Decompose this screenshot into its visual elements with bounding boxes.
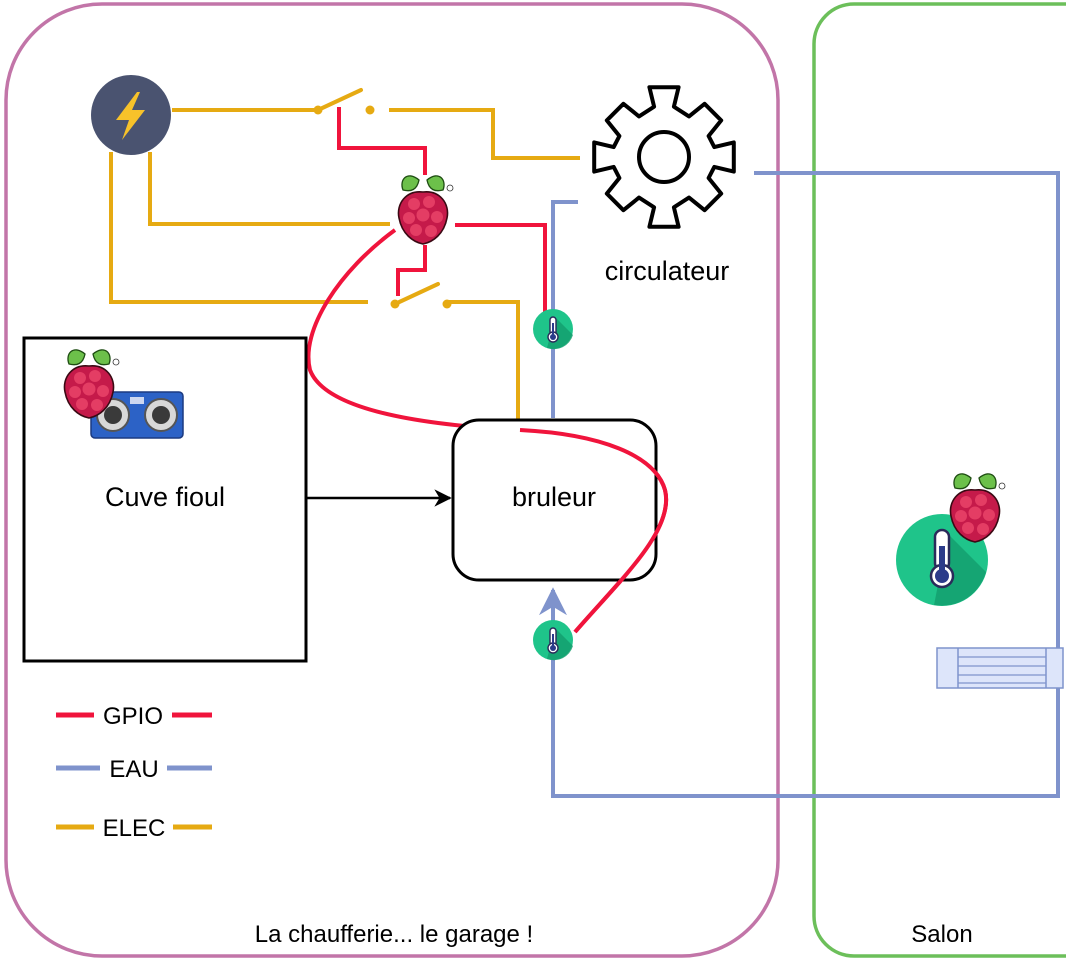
burner-label: bruleur xyxy=(512,482,596,512)
gpio-wire-crossing xyxy=(519,428,669,634)
legend-item-elec: ELEC xyxy=(56,815,212,842)
raspberry-pi-icon xyxy=(397,175,454,245)
tank-label: Cuve fioul xyxy=(105,482,225,512)
legend-item-eau: EAU xyxy=(56,756,212,783)
legend-item-gpio: GPIO xyxy=(56,703,212,730)
legend-label: ELEC xyxy=(103,815,166,842)
thermometer-icon xyxy=(532,619,574,661)
electric-circuit xyxy=(109,108,580,420)
legend-label: GPIO xyxy=(103,703,163,730)
relay-switch-icon xyxy=(311,88,377,117)
radiator-icon xyxy=(936,647,1064,689)
burner-box xyxy=(451,418,658,582)
legend-label: EAU xyxy=(109,756,158,783)
chaufferie-zone xyxy=(4,2,780,958)
power-icon xyxy=(91,75,171,155)
salon-zone xyxy=(812,2,1066,958)
chaufferie-label: La chaufferie... le garage ! xyxy=(255,921,533,948)
salon-label: Salon xyxy=(911,921,972,948)
circulator-label: circulateur xyxy=(605,256,730,286)
thermometer-icon xyxy=(532,308,574,350)
raspberry-pi-icon xyxy=(949,473,1006,543)
legend: GPIO EAU ELEC xyxy=(56,703,212,842)
gear-icon xyxy=(592,85,736,229)
